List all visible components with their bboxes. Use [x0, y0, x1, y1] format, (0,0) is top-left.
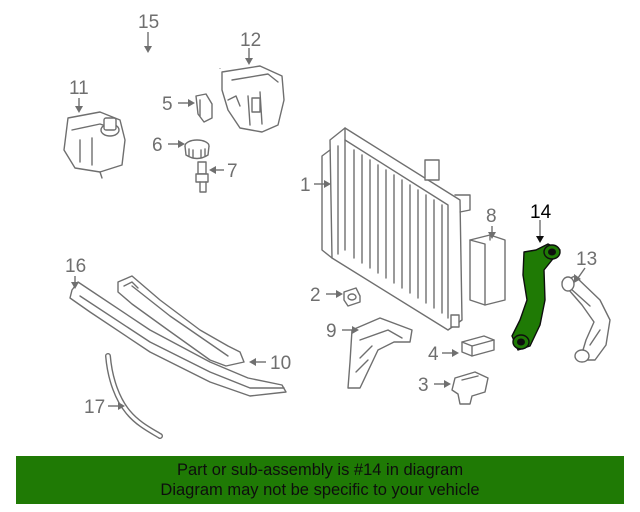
callout-5: 5: [162, 94, 173, 115]
part-1-radiator: [321, 127, 471, 331]
part-7-sensor: [195, 161, 209, 193]
callout-labels: 15 12 11 5 6 7 1 8 14 13 16 2 9 10 4 3 1…: [65, 12, 597, 418]
part-15-overflow-hose: [93, 37, 222, 116]
part-6-cap: [184, 139, 210, 160]
callout-12: 12: [240, 30, 261, 51]
part-8-shroud: [469, 234, 506, 306]
leader-lines: [71, 32, 586, 410]
part-2-bracket: [343, 287, 361, 307]
callout-17: 17: [84, 397, 105, 418]
callout-2: 2: [310, 285, 321, 306]
callout-11: 11: [69, 78, 89, 99]
callout-3: 3: [418, 375, 429, 396]
parts-diagram: 15 12 11 5 6 7 1 8 14 13 16 2 9 10 4 3 1…: [63, 12, 611, 439]
part-10-lower-bracket: [117, 275, 245, 367]
callout-14: 14: [530, 202, 552, 223]
part-4-seal: [461, 335, 495, 357]
part-9-mount-bracket: [347, 317, 413, 389]
callout-13: 13: [576, 249, 597, 270]
callout-16: 16: [65, 256, 86, 277]
info-banner: Part or sub-assembly is #14 in diagram D…: [16, 456, 624, 504]
callout-6: 6: [152, 135, 163, 156]
banner-line-part: Part or sub-assembly is #14 in diagram: [176, 461, 464, 479]
part-14-upper-hose: [511, 243, 561, 351]
callout-4: 4: [428, 344, 439, 365]
part-13-lower-hose: [561, 275, 611, 363]
callout-10: 10: [270, 353, 291, 374]
callout-8: 8: [486, 206, 497, 227]
part-3-holder: [451, 371, 489, 405]
callout-9: 9: [326, 321, 337, 342]
part-12-reservoir: [221, 65, 285, 133]
callout-1: 1: [300, 175, 311, 196]
banner-line-disclaimer: Diagram may not be specific to your vehi…: [160, 481, 480, 499]
part-16-air-guide: [69, 281, 287, 397]
radiator-fins: [353, 149, 443, 314]
part-11-expansion-tank: [63, 111, 126, 179]
part-5-clip: [195, 93, 213, 123]
callout-7: 7: [227, 161, 238, 182]
part-17-drain-hose: [105, 353, 163, 439]
callout-15: 15: [138, 12, 159, 33]
